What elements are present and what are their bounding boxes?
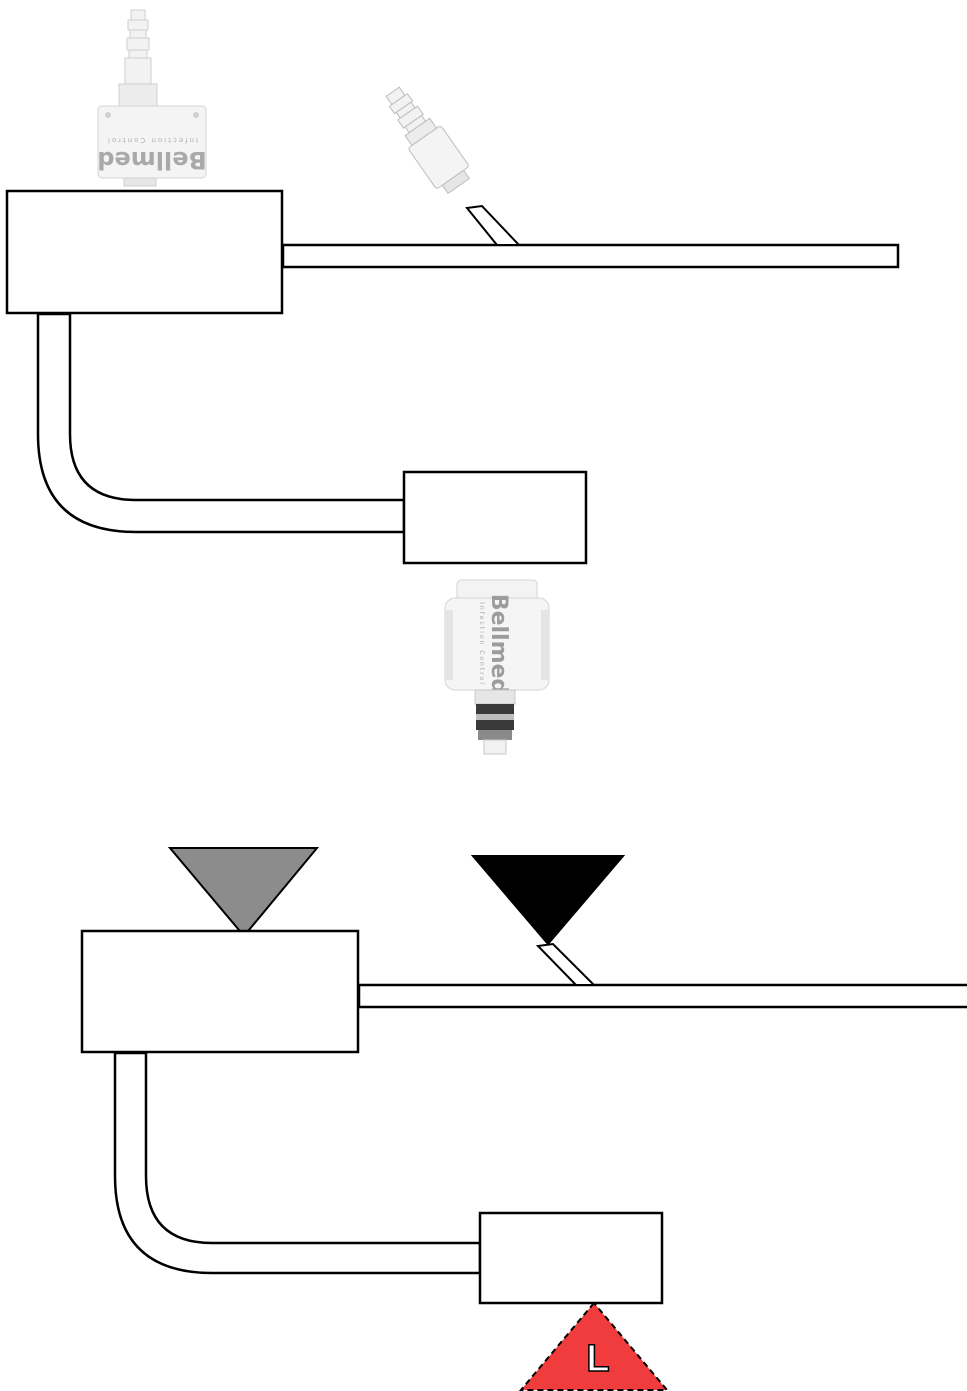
red-marker-letter: L: [586, 1338, 609, 1380]
brand-tagline-text: Infection Control: [106, 136, 198, 144]
angled-hose-barb-connector-icon: [385, 86, 471, 195]
top-bent-pipe: [36, 312, 406, 534]
bottom-main-unit-box: [80, 929, 360, 1054]
bottom-horizontal-pipe: [357, 983, 967, 1009]
hose-barb-connector-icon: Bellmed Infection Control: [97, 9, 207, 187]
gray-down-triangle-icon: [167, 847, 320, 938]
bottom-bent-pipe: [113, 1051, 482, 1275]
female-coupling-connector-icon: Bellmed Infection Control: [444, 579, 550, 755]
coupling-brand-text: Bellmed: [486, 594, 511, 694]
top-branch-tube: [465, 204, 522, 246]
bottom-diagram: L: [80, 847, 967, 1391]
top-main-unit-box: [5, 189, 284, 315]
bottom-branch-tube: [535, 942, 597, 986]
top-secondary-unit-box: [402, 470, 588, 565]
black-down-triangle-icon: [470, 855, 626, 946]
coupling-tagline-text: Infection Control: [478, 602, 485, 686]
red-up-triangle-icon: L: [518, 1301, 670, 1391]
top-diagram: Bellmed Infection Control: [5, 9, 900, 755]
top-horizontal-pipe: [281, 243, 900, 269]
bottom-secondary-unit-box: [478, 1211, 664, 1305]
brand-logo-text: Bellmed: [97, 146, 207, 174]
